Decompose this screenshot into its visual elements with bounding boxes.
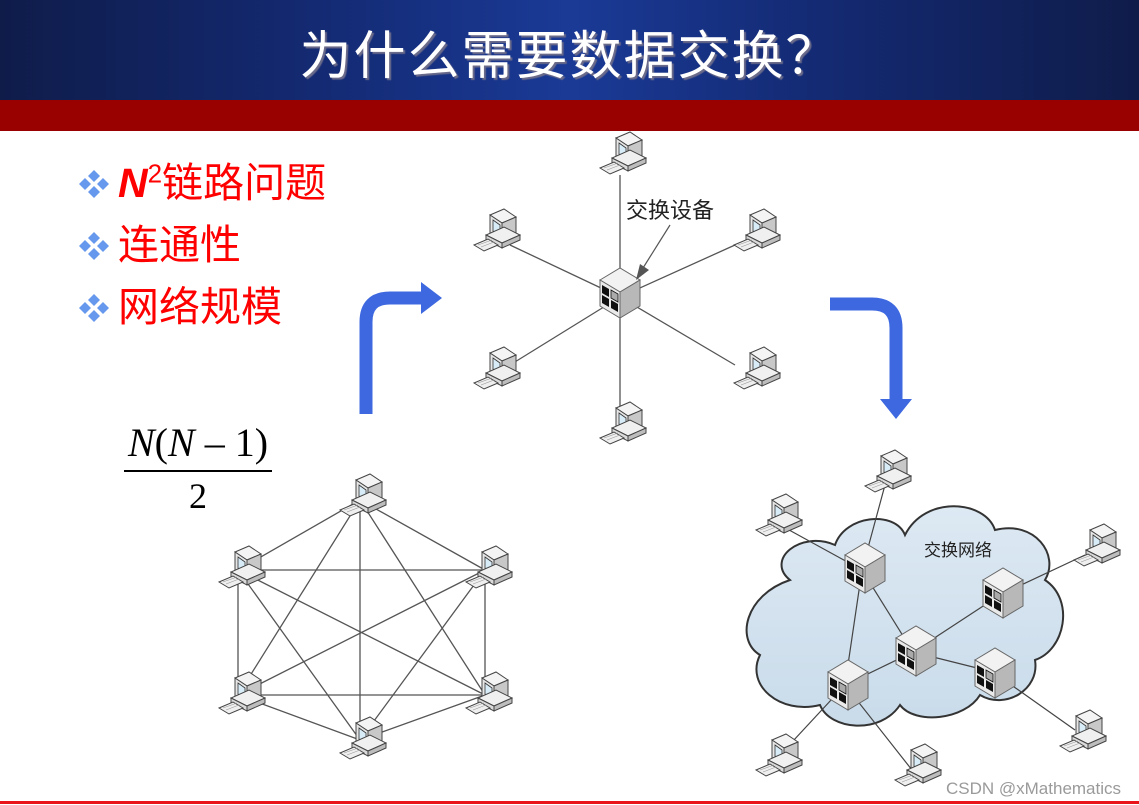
diamond-cluster-icon — [78, 168, 112, 198]
switch-icon — [599, 267, 641, 319]
computer-icon — [465, 545, 513, 589]
bullet-label: 连通性 — [118, 220, 241, 269]
computer-icon — [473, 346, 521, 390]
cloud-shape — [745, 505, 1064, 727]
header-red-band — [0, 100, 1139, 131]
fraction-bar — [124, 470, 272, 472]
bullet-n-symbol: N — [118, 159, 148, 206]
star-center-label: 交换设备 — [626, 199, 715, 224]
computer-icon — [864, 449, 912, 493]
link-count-formula: N(N – 1) 2 — [118, 418, 278, 516]
bullet-item-connectivity: 连通性 — [78, 214, 326, 276]
computer-icon — [339, 473, 387, 517]
diamond-cluster-icon — [78, 230, 112, 260]
computer-icon — [599, 131, 647, 175]
watermark: CSDN @xMathematics — [946, 779, 1122, 798]
formula-numerator: N(N – 1) — [127, 420, 269, 465]
computer-icon — [218, 545, 266, 589]
bullet-label: 链路问题 — [162, 158, 327, 207]
slide-title: 为什么需要数据交换？ — [299, 27, 840, 87]
arrow-right-down-icon — [830, 297, 912, 419]
full-mesh-diagram — [237, 499, 486, 741]
bullet-superscript: 2 — [147, 157, 163, 188]
pointer-arrow-icon — [636, 224, 671, 280]
arrow-up-right-icon — [359, 282, 442, 414]
diamond-cluster-icon — [78, 292, 112, 322]
computer-icon — [733, 346, 781, 390]
computer-icon — [1073, 523, 1121, 567]
bullet-list: N2链路问题 连通性 网络规模 — [78, 152, 326, 338]
computer-icon — [218, 671, 266, 715]
computer-icon — [755, 493, 803, 537]
computer-icon — [755, 733, 803, 777]
computer-icon — [599, 401, 647, 445]
computer-icon — [894, 743, 942, 787]
bullet-label: 网络规模 — [118, 282, 282, 331]
slide-header: 为什么需要数据交换？ — [0, 0, 1139, 100]
computer-icon — [465, 671, 513, 715]
computer-icon — [473, 208, 521, 252]
computer-icon — [339, 716, 387, 760]
computer-icon — [1059, 709, 1107, 753]
cloud-network-label: 交换网络 — [924, 541, 992, 561]
bullet-item-n2-links: N2链路问题 — [78, 152, 326, 214]
formula-denominator: 2 — [189, 476, 207, 516]
footer-line — [0, 801, 1139, 804]
star-diagram — [509, 175, 736, 415]
bullet-item-network-scale: 网络规模 — [78, 276, 326, 338]
computer-icon — [733, 208, 781, 252]
